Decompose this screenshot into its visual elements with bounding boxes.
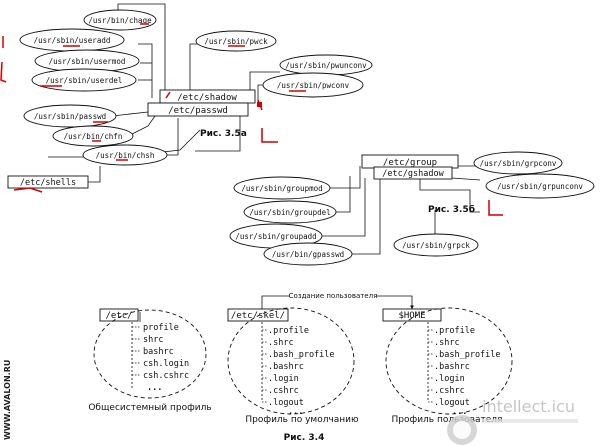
etc-item: profile (143, 323, 179, 333)
etc-item: csh.cshrc (143, 371, 189, 381)
home-item: .login (434, 374, 465, 384)
cmd-chsh-label: /usr/bin/chsh (96, 151, 155, 160)
skel-profile-group (227, 307, 355, 415)
etc-item: csh.login (143, 359, 189, 369)
watermark-avalon: WWW.AVALON.RU (3, 360, 12, 440)
fig-c-connectors (131, 295, 429, 400)
figure-3-4: Создание пользователя /etc/ /etc/skel/ $… (88, 292, 513, 443)
skel-file-list: .profile .shrc .bash_profile .bashrc .lo… (262, 326, 335, 417)
etc-item: shrc (143, 335, 163, 345)
skel-item: .logout (268, 398, 304, 408)
home-item-ellipsis: ... (452, 407, 467, 417)
cmd-pwconv-label: /usr/sbin/pwconv (277, 81, 350, 90)
cmd-chsh-ellipse (82, 144, 168, 166)
home-item: .logout (434, 398, 470, 408)
cmd-pwconv-ellipse (262, 72, 364, 98)
file-shadow-label: /etc/shadow (177, 93, 237, 103)
skel-item: .profile (268, 326, 309, 336)
cmd-grpck-ellipse (393, 233, 479, 257)
dir-home-box (382, 308, 442, 322)
etc-item: bashrc (143, 347, 174, 357)
intellect-logo: intellect.icu (447, 397, 578, 445)
cmd-grpck-label: /usr/sbin/grpck (402, 241, 470, 250)
cmd-chage-label: /usr/bin/chage (88, 16, 152, 25)
fig-a-caption: Рис. 3.5а (200, 129, 247, 139)
skel-item: .shrc (268, 338, 294, 348)
skel-item: .cshrc (268, 386, 299, 396)
home-item: .bashrc (434, 362, 470, 372)
cmd-grpunconv-ellipse (485, 173, 595, 199)
cmd-userdel-label: /usr/sbin/userdel (46, 76, 123, 85)
cmd-pwunconv-label: /usr/sbin/pwunconv (285, 61, 367, 70)
skel-item-ellipsis: ... (288, 407, 303, 417)
label-user-profile: Профиль пользователя (392, 415, 503, 425)
home-profile-group (385, 307, 513, 415)
skel-item: .bashrc (268, 362, 304, 372)
skel-item: .bash_profile (268, 350, 335, 360)
fig-b-caption: Рис. 3.5б (428, 204, 475, 215)
etc-file-list: profile shrc bashrc csh.login csh.cshrc … (132, 323, 189, 393)
file-gshadow-label: /etc/gshadow (382, 169, 444, 179)
cmd-grpconv-label: /usr/sbin/grpconv (480, 159, 557, 168)
cmd-passwd-label: /usr/sbin/passwd (34, 112, 106, 121)
skel-item: .login (268, 374, 299, 384)
home-file-list: .profile .shrc .bash_profile .bashrc .lo… (428, 326, 501, 417)
cmd-groupadd-label: /usr/sbin/groupadd (235, 232, 316, 241)
file-shells-label: /etc/shells (20, 178, 76, 188)
etc-item-ellipsis: ... (147, 383, 162, 393)
home-item: .profile (434, 326, 475, 336)
label-system-profile: Общесистемный профиль (88, 403, 211, 413)
red-annotation-b (488, 200, 503, 216)
file-group-label: /etc/group (383, 158, 437, 168)
file-passwd-box (147, 102, 249, 117)
figure-3-5a: /usr/bin/chage /usr/sbin/useradd /usr/sb… (0, 3, 373, 193)
cmd-groupdel-label: /usr/sbin/groupdel (249, 208, 330, 217)
dir-home-label: $HOME (398, 311, 425, 321)
home-item: .shrc (434, 338, 460, 348)
dir-skel-box (227, 308, 289, 322)
cmd-grpunconv-label: /usr/sbin/grpunconv (497, 182, 583, 191)
cmd-gpasswd-label: /usr/bin/gpasswd (272, 250, 344, 259)
cmd-pwck-ellipse (195, 30, 277, 52)
cmd-groupmod-ellipse (233, 176, 331, 200)
fig-b-connectors (315, 165, 481, 255)
cmd-gpasswd-ellipse (263, 242, 353, 266)
file-gshadow-box (373, 166, 453, 180)
create-user-label: Создание пользователя (289, 292, 378, 300)
cmd-grpconv-ellipse (473, 151, 563, 175)
cmd-useradd-label: /usr/sbin/useradd (34, 36, 111, 45)
cmd-groupmod-label: /usr/sbin/groupmod (241, 184, 322, 193)
fig-c-caption: Рис. 3.4 (284, 433, 325, 443)
cmd-chfn-label: /usr/bin/chfn (64, 132, 123, 141)
figure-3-5b: /etc/group /etc/gshadow /usr/sbin/grpcon… (229, 151, 595, 266)
home-item: .cshrc (434, 386, 465, 396)
cmd-chfn-ellipse (52, 125, 134, 147)
cmd-pwck-label: /usr/sbin/pwck (204, 37, 268, 46)
dir-etc-box (99, 308, 139, 322)
label-default-profile: Профиль по умолчанию (245, 415, 359, 425)
cmd-chage-ellipse (83, 9, 157, 31)
dir-etc-label: /etc/ (105, 311, 132, 321)
cmd-groupdel-ellipse (243, 200, 337, 224)
logo-text: intellect.icu (482, 397, 575, 416)
file-passwd-label: /etc/passwd (168, 106, 228, 116)
etc-profile-group (93, 309, 207, 399)
home-item: .bash_profile (434, 350, 501, 360)
cmd-usermod-label: /usr/sbin/usermod (49, 57, 126, 66)
red-annotations-a (0, 23, 306, 193)
